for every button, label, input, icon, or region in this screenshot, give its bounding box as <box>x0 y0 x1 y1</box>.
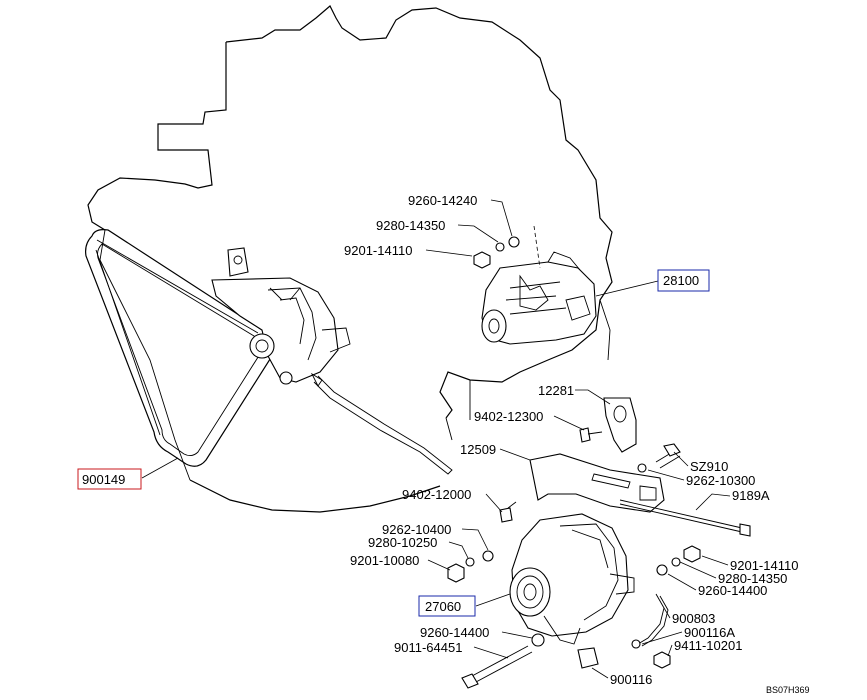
washer-9262-10300 <box>637 463 647 473</box>
starter-bolt-axis <box>533 225 541 269</box>
bolt-SZ910 <box>655 443 681 469</box>
engine-block-lower <box>189 479 441 513</box>
part-label: 12509 <box>460 442 496 457</box>
engine-block-outline <box>87 5 613 419</box>
part-label: 9201-14110 <box>730 558 798 573</box>
spacer-900116 <box>577 647 599 669</box>
drive-belt-rib <box>95 239 259 436</box>
washer-9260-14240 <box>508 236 520 248</box>
nut-9411-10201 <box>653 651 671 669</box>
terminal-900116A <box>631 639 641 649</box>
part-label: 9201-14110 <box>344 243 412 258</box>
part-label: 9402-12300 <box>474 409 543 424</box>
part-label: 9011-64451 <box>394 640 462 655</box>
part-label: 900116 <box>610 672 652 687</box>
washer-9280-14350-lower <box>671 557 681 567</box>
leader-lines <box>141 199 731 679</box>
part-label: 12281 <box>538 383 574 398</box>
washer-9262-10400 <box>482 550 494 562</box>
cable-900803 <box>637 593 669 647</box>
part-label: 9280-14350 <box>376 218 445 233</box>
bracket-12281 <box>603 397 637 453</box>
washer-9280-10250 <box>465 557 475 567</box>
part-label: 9201-10080 <box>350 553 419 568</box>
part-label: 9262-10400 <box>382 522 451 537</box>
part-label: 9260-14400 <box>420 625 489 640</box>
engine-block-left-edge <box>99 229 191 481</box>
part-label: 9189A <box>732 488 770 503</box>
part-label: 900116A <box>684 625 735 640</box>
engine-block-inner-lines <box>445 299 611 441</box>
nut-9201-10080 <box>447 563 465 583</box>
label-box <box>418 595 476 617</box>
label-box <box>657 269 710 292</box>
upper-alternator <box>211 247 351 385</box>
label-box <box>77 468 142 490</box>
bolt-9402-12000 <box>499 501 517 523</box>
washer-9260-14400-lower <box>531 633 545 647</box>
part-label: 9260-14240 <box>408 193 477 208</box>
starter-motor <box>481 251 597 345</box>
boxed-label-text: 28100 <box>663 273 699 288</box>
part-label: 9402-12000 <box>402 487 471 502</box>
nut-9201-14110 <box>473 251 491 269</box>
bolt-9189A <box>619 499 751 537</box>
boxed-label-900149: 900149 <box>77 468 142 490</box>
boxed-label-text: 27060 <box>425 599 461 614</box>
washer-9280-14350 <box>495 242 505 252</box>
drive-belt <box>85 229 274 467</box>
nut-9201-14110-lower <box>683 545 701 563</box>
lower-alternator <box>509 513 635 645</box>
boxed-label-text: 900149 <box>82 472 125 487</box>
part-label: 9280-10250 <box>368 535 437 550</box>
part-label: 9411-10201 <box>674 638 742 653</box>
alternator-cable-end <box>310 372 323 387</box>
alternator-cable <box>313 375 453 475</box>
part-label: 9262-10300 <box>686 473 755 488</box>
part-label: 9260-14400 <box>698 583 767 598</box>
part-label: 900803 <box>672 611 715 626</box>
drawing-code: BS07H369 <box>766 685 810 695</box>
part-label: 9280-14350 <box>718 571 787 586</box>
part-label: SZ910 <box>690 459 728 474</box>
bracket-12509 <box>529 453 665 513</box>
bolt-9011-64451 <box>461 645 533 689</box>
washer-9260-14400-upper <box>656 564 668 576</box>
boxed-label-28100: 28100 <box>657 269 710 292</box>
boxed-label-27060: 27060 <box>418 595 476 617</box>
bolt-9402-12300 <box>579 427 603 443</box>
